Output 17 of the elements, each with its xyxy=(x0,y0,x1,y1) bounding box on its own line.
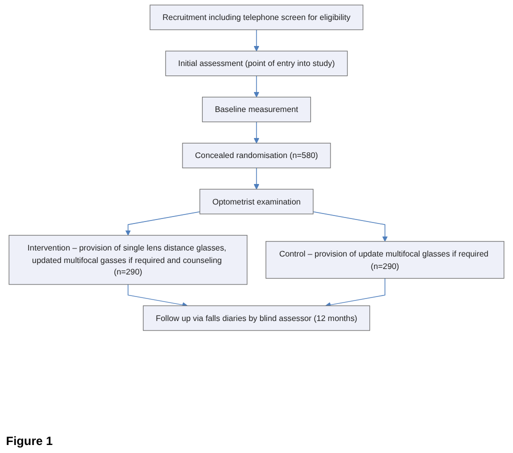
arrow xyxy=(254,122,260,144)
arrow xyxy=(254,168,260,190)
process-box: Intervention – provision of single lens distance glasses, updated multifocal gasses if required and counseling (n=290) xyxy=(8,234,248,285)
process-box: Follow up via falls diaries by blind assessor (12 months) xyxy=(142,305,370,331)
arrow xyxy=(254,29,260,52)
process-box: Baseline measurement xyxy=(202,96,311,122)
figure-caption: Figure 1 xyxy=(6,434,53,448)
process-box: Concealed randomisation (n=580) xyxy=(182,142,331,168)
process-box: Optometrist examination xyxy=(200,188,314,214)
process-box: Initial assessment (point of entry into study) xyxy=(165,50,348,76)
arrow xyxy=(325,278,386,308)
arrow xyxy=(128,284,188,308)
process-box: Control – provision of update multifocal glasses if required (n=290) xyxy=(266,241,504,279)
arrow xyxy=(254,75,260,98)
process-box: Recruitment including telephone screen for eligibility xyxy=(150,4,364,30)
arrow xyxy=(125,211,200,236)
arrow xyxy=(312,211,388,242)
